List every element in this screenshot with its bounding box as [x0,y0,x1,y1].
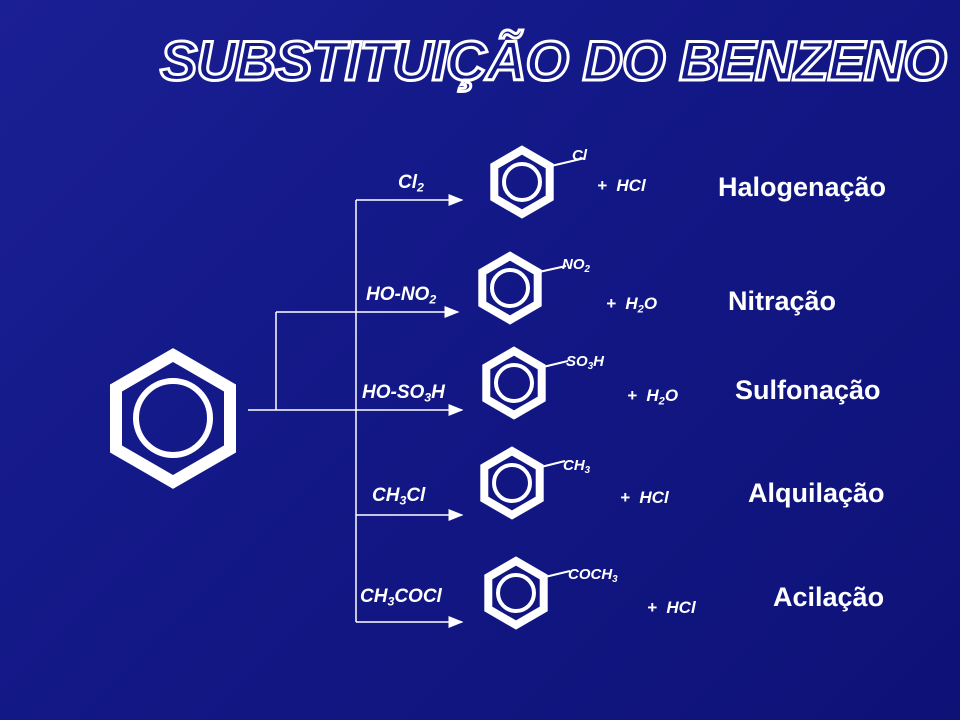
substituent-bond-acylation [544,570,571,578]
substituent-bond-alkylation [540,460,566,468]
reaction-name-alkylation: Alquilação [748,478,885,508]
substituent-bond-halogenation [550,157,586,167]
byproduct-halogenation: + HCl [597,176,646,195]
benzene-ring-sulfonation [482,346,569,420]
substituent-bond-sulfonation [542,360,569,368]
reagent-halogenation: Cl2 [398,172,424,195]
benzene-ring-acylation [484,556,571,630]
reagent-nitration: HO-NO2 [366,284,437,307]
product-rings [478,145,586,630]
page-title: SUBSTITUIÇÃO DO BENZENO [159,28,949,94]
benzene-ring-alkylation [480,446,566,520]
group-methyl: CH3 [563,457,591,476]
benzene-ring-halogenation [490,145,586,219]
byproduct-nitration: + H2O [606,294,658,316]
substituent-bond-nitration [538,265,567,273]
reaction-name-sulfonation: Sulfonação [735,375,881,405]
benzene-ring-nitration [478,251,567,325]
reaction-name-halogenation: Halogenação [718,172,887,202]
reaction-name-nitration: Nitração [728,286,837,316]
reagent-alkylation: CH3Cl [372,485,426,508]
reagent-sulfonation: HO-SO3H [362,382,445,405]
benzene-main [110,348,236,489]
byproduct-acylation: + HCl [647,598,696,617]
group-nitro: NO2 [562,256,590,275]
reagent-acylation: CH3COCl [360,586,442,609]
group-sulfonic: SO3H [566,353,604,372]
reaction-name-acylation: Acilação [773,582,885,612]
group-acetyl: COCH3 [568,566,618,585]
branch-connectors [248,194,464,628]
byproduct-sulfonation: + H2O [627,386,679,408]
byproduct-alkylation: + HCl [620,488,669,507]
group-chlorine: Cl [572,147,587,164]
